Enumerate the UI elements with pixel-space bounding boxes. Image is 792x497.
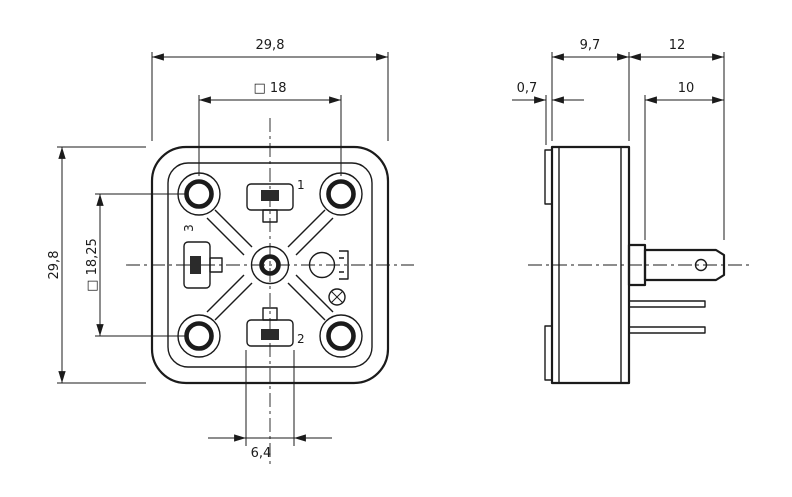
corner-hole-bottom-right	[319, 314, 363, 358]
gasket-bottom	[544, 325, 553, 381]
dim-hole-pitch: □ 18	[198, 81, 342, 176]
pin-label-2: 2	[297, 332, 305, 346]
front-view: 1 2 3 29,8 □ 18 29,8 □ 18	[47, 38, 414, 466]
corner-hole-top-right	[319, 172, 363, 216]
dim-body-depth: 9,7	[551, 38, 630, 141]
terminal-1	[246, 183, 294, 223]
ground-screw-icon	[328, 288, 346, 306]
pin-label-1: 1	[297, 178, 305, 192]
dim-slot-width: 6,4	[208, 350, 332, 461]
center-blade-pin	[627, 243, 726, 287]
blade-hole	[694, 258, 708, 272]
side-view: 9,7 12 0,7 10	[512, 38, 750, 385]
pin-label-3: 3	[182, 224, 196, 232]
diagonal-ribs	[206, 209, 334, 321]
dim-square: □ 18,25	[85, 193, 188, 337]
flat-pin-upper	[628, 300, 706, 308]
dim-front-height: 29,8	[47, 146, 146, 384]
terminal-3	[183, 241, 223, 289]
housing-inner-contour	[167, 162, 373, 368]
dim-front-height-label: 29,8	[47, 251, 62, 280]
dim-flange: 0,7	[512, 81, 584, 145]
center-contact	[250, 245, 290, 285]
flat-pin-lower	[628, 326, 706, 334]
retaining-clip	[339, 250, 349, 280]
housing-outline	[150, 145, 390, 385]
dim-flange-label: 0,7	[517, 81, 538, 96]
dim-blade-length-label: 10	[678, 81, 695, 96]
dim-slot-width-label: 6,4	[251, 446, 272, 461]
dim-square-label: □ 18,25	[85, 238, 100, 292]
dim-hole-pitch-label: □ 18	[254, 81, 287, 96]
dim-front-width-label: 29,8	[256, 38, 285, 53]
dim-pin-total-label: 12	[669, 38, 686, 53]
terminal-2	[246, 307, 294, 347]
gasket-top	[544, 149, 553, 205]
dim-front-width: 29,8	[151, 38, 389, 141]
dim-body-depth-label: 9,7	[580, 38, 601, 53]
side-cavity-hole	[308, 251, 336, 279]
dim-pin-total: 12	[629, 38, 725, 240]
dim-blade-length: 10	[644, 81, 724, 240]
